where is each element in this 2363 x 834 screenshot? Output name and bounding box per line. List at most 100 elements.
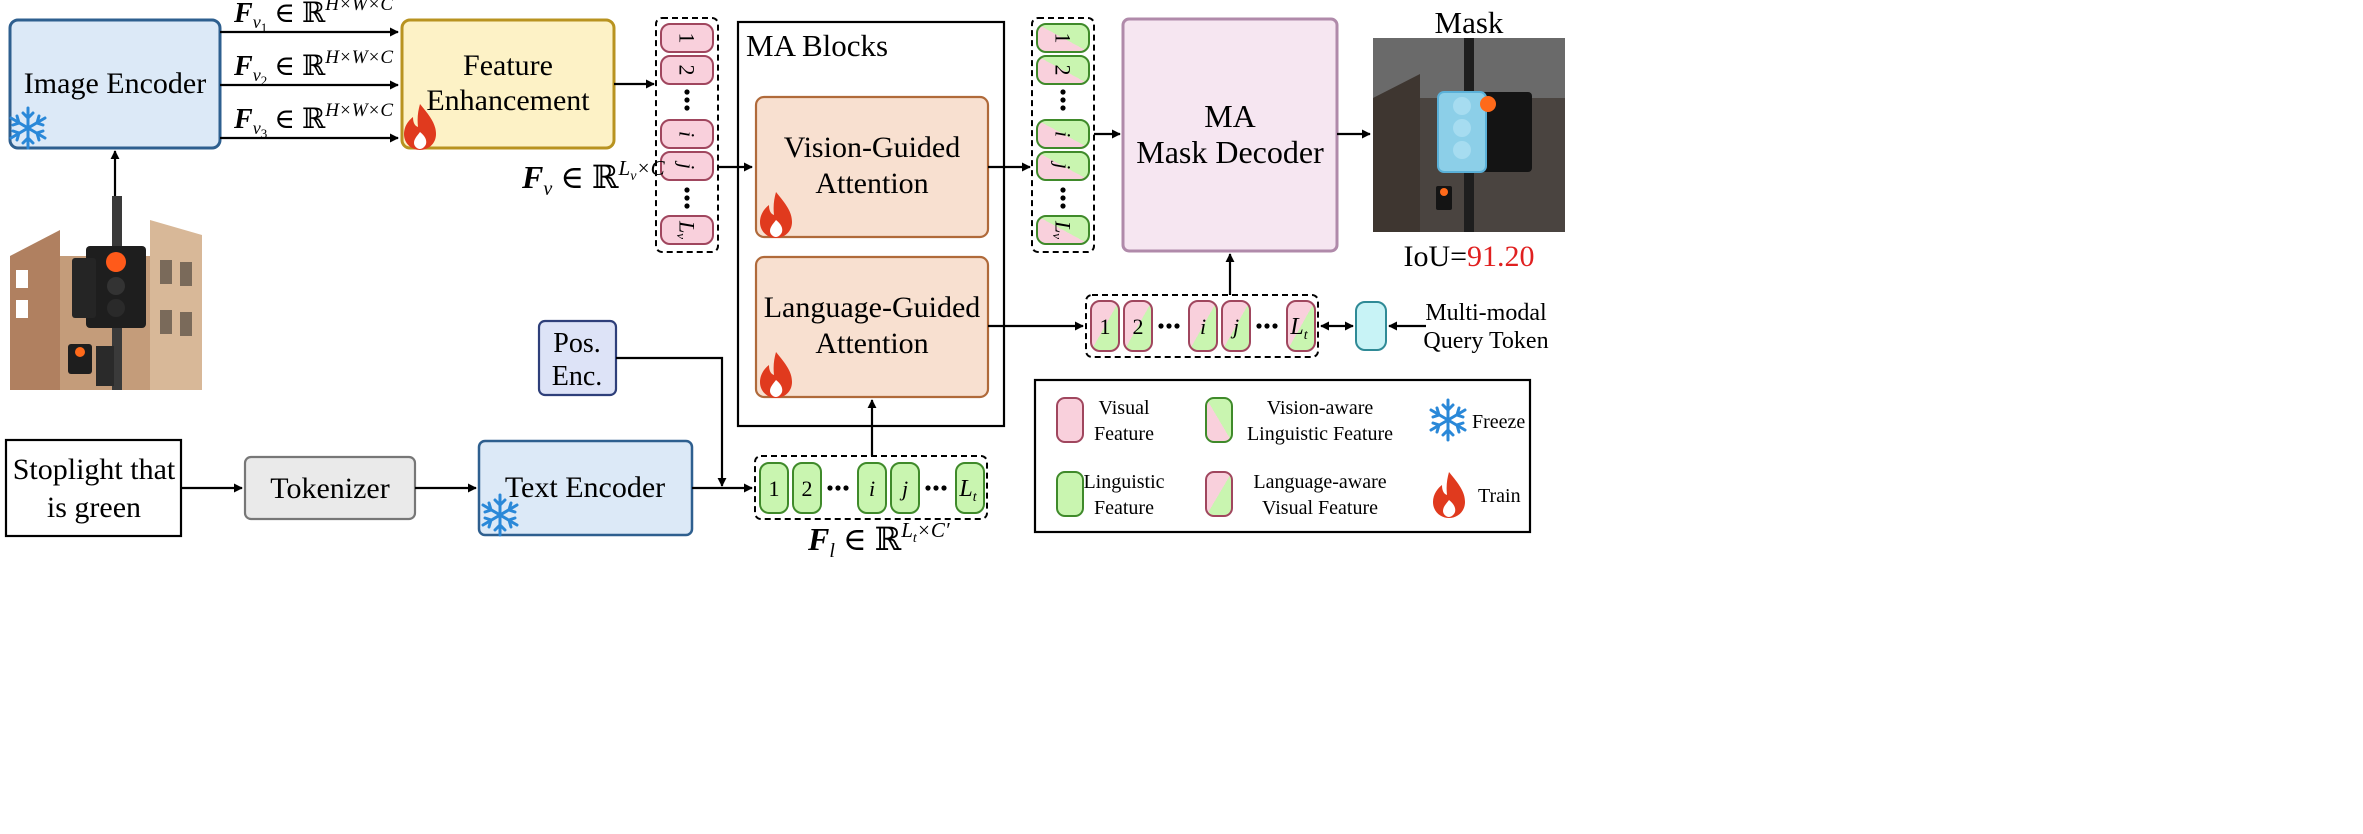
text-encoder-label: Text Encoder xyxy=(505,471,665,504)
fl-label: Fl ∈ ℝLt×C′ xyxy=(807,518,950,562)
language-aware-token-label: j xyxy=(1230,314,1239,339)
ellipsis-dot xyxy=(1060,97,1066,103)
language-aware-token xyxy=(1188,300,1218,352)
ellipsis-dot xyxy=(933,485,939,491)
ellipsis-dot xyxy=(684,203,690,209)
svg-text:Linguistic: Linguistic xyxy=(1083,471,1164,493)
visual-token xyxy=(660,151,714,181)
lga-line1: Language-Guided xyxy=(764,291,981,324)
ellipsis-dot xyxy=(1272,323,1278,329)
decoder-line2: Mask Decoder xyxy=(1136,134,1324,170)
ma-mask-decoder-block: MA Mask Decoder xyxy=(1121,17,1339,253)
legend-visual-feature: Visual Feature xyxy=(1056,397,1154,445)
arrow-posenc-to-tokens xyxy=(616,356,727,487)
ellipsis-dot xyxy=(1060,89,1066,95)
feature-enhancement-line2: Enhancement xyxy=(426,84,590,117)
query-line2: Query Token xyxy=(1423,328,1548,354)
vision-aware-token xyxy=(1036,215,1090,245)
tokenizer-block: Tokenizer xyxy=(243,455,417,521)
linguistic-token xyxy=(792,462,822,514)
iou-text: IoU=91.20 xyxy=(1403,240,1534,273)
vision-aware-token-label: i xyxy=(1051,131,1076,137)
svg-text:Feature: Feature xyxy=(1094,497,1154,519)
language-aware-token-label: 2 xyxy=(1133,314,1144,339)
vision-aware-token xyxy=(1036,151,1090,181)
linguistic-token-label: i xyxy=(869,476,875,501)
svg-text:Visual Feature: Visual Feature xyxy=(1262,497,1378,519)
positional-encoding-block: Pos. Enc. xyxy=(537,319,618,397)
ellipsis-dot xyxy=(684,97,690,103)
visual-token xyxy=(660,215,714,245)
linguistic-token xyxy=(857,462,887,514)
text-input-line2: is green xyxy=(47,491,141,524)
legend-linguistic-feature: Linguistic Feature xyxy=(1056,471,1165,519)
text-encoder-block: Text Encoder xyxy=(477,439,694,537)
ellipsis-dot xyxy=(1256,323,1262,329)
svg-text:Linguistic Feature: Linguistic Feature xyxy=(1247,423,1393,445)
legend-train: Train xyxy=(1433,472,1521,518)
visual-token xyxy=(660,23,714,53)
language-aware-token xyxy=(1286,300,1316,352)
visual-token-label: 2 xyxy=(675,65,700,76)
mask-title: Mask xyxy=(1435,5,1504,40)
vision-aware-token xyxy=(1036,23,1090,53)
image-encoder-label: Image Encoder xyxy=(24,67,206,100)
svg-text:Vision-aware: Vision-aware xyxy=(1267,397,1374,419)
query-token-frame xyxy=(1085,294,1319,358)
linguistic-token-label: 2 xyxy=(802,476,813,501)
vga-line2: Attention xyxy=(815,167,928,200)
ellipsis-dot xyxy=(827,485,833,491)
svg-text:Train: Train xyxy=(1478,485,1521,507)
fv1-label: Fv1 ∈ ℝH×W×C xyxy=(233,0,393,35)
query-token-cyan xyxy=(1355,301,1387,351)
vision-aware-token-label: j xyxy=(1051,160,1076,169)
visual-feature-arrows xyxy=(220,27,399,143)
ellipsis-dot xyxy=(1060,105,1066,111)
language-aware-token-label: i xyxy=(1200,314,1206,339)
ellipsis-dot xyxy=(1060,187,1066,193)
mask-output-image xyxy=(1373,38,1565,232)
ellipsis-dot xyxy=(941,485,947,491)
language-guided-attention-block: Language-Guided Attention xyxy=(754,255,990,399)
feature-enhancement-block: Feature Enhancement xyxy=(400,18,616,150)
visual-token xyxy=(660,119,714,149)
language-aware-token xyxy=(1123,300,1153,352)
fv3-label: Fv3 ∈ ℝH×W×C xyxy=(233,100,393,141)
linguistic-token xyxy=(955,462,985,514)
vga-line1: Vision-Guided xyxy=(784,131,961,164)
fv2-label: Fv2 ∈ ℝH×W×C xyxy=(233,47,393,88)
lga-line2: Attention xyxy=(815,327,928,360)
legend-language-aware-visual: Language-aware Visual Feature xyxy=(1205,471,1387,519)
image-encoder-block: Image Encoder xyxy=(8,18,222,150)
ellipsis-dot xyxy=(1060,195,1066,201)
ellipsis-dot xyxy=(1060,203,1066,209)
ellipsis-dot xyxy=(1158,323,1164,329)
ellipsis-dot xyxy=(684,89,690,95)
ellipsis-dot xyxy=(835,485,841,491)
svg-text:Feature: Feature xyxy=(1094,423,1154,445)
svg-text:Language-aware: Language-aware xyxy=(1253,471,1386,493)
linguistic-token-label: 1 xyxy=(769,476,780,501)
visual-token-label: 1 xyxy=(675,33,700,44)
visual-token-label: i xyxy=(675,131,700,137)
vision-guided-attention-block: Vision-Guided Attention xyxy=(754,95,990,239)
ellipsis-dot xyxy=(925,485,931,491)
text-input-line1: Stoplight that xyxy=(13,453,176,486)
tokenizer-label: Tokenizer xyxy=(270,472,390,505)
ellipsis-dot xyxy=(1264,323,1270,329)
ellipsis-dot xyxy=(843,485,849,491)
vision-aware-token xyxy=(1036,119,1090,149)
legend-vision-aware-linguistic: Vision-aware Linguistic Feature xyxy=(1205,397,1393,445)
linguistic-token xyxy=(890,462,920,514)
language-aware-token xyxy=(1090,300,1120,352)
feature-enhancement-line1: Feature xyxy=(463,49,553,82)
language-aware-token xyxy=(1221,300,1251,352)
vision-aware-token xyxy=(1036,55,1090,85)
svg-text:Visual: Visual xyxy=(1098,397,1149,419)
vision-aware-token-label: 1 xyxy=(1051,33,1076,44)
